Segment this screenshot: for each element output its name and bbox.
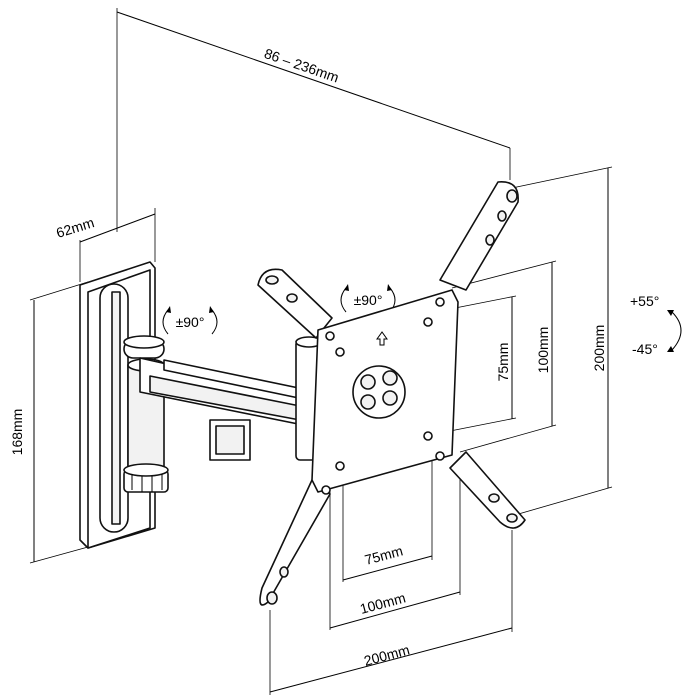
- vesa-h75-label: 75mm: [363, 542, 405, 568]
- tilt-indicator: +55° -45°: [630, 293, 682, 357]
- plate-rotation-label: ±90°: [354, 292, 383, 308]
- wall-plate-depth-label: 62mm: [54, 214, 96, 241]
- arm-swivel-label: ±90°: [176, 314, 205, 330]
- vesa-v200-label: 200mm: [591, 325, 607, 372]
- vesa-plate: [257, 181, 526, 606]
- wall-plate-height-label: 168mm: [9, 409, 25, 456]
- dimension-lines: [29, 8, 613, 695]
- arm-swivel-indicator: ±90°: [162, 306, 218, 335]
- vesa-h100-label: 100mm: [358, 589, 407, 617]
- arm-reach-label: 86 – 236mm: [262, 45, 341, 85]
- swing-arm: [123, 335, 323, 461]
- tilt-down-label: -45°: [632, 341, 658, 357]
- vesa-v100-label: 100mm: [535, 327, 551, 374]
- vesa-h200-label: 200mm: [362, 641, 411, 669]
- plate-rotation-indicator: ±90°: [340, 284, 396, 313]
- vesa-v75-label: 75mm: [495, 343, 511, 382]
- tilt-up-label: +55°: [630, 293, 659, 309]
